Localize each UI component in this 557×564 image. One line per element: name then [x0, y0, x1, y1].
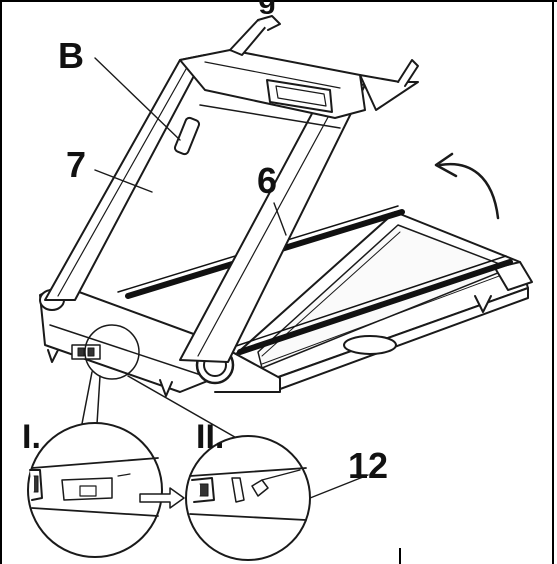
- transition-arrow: [139, 487, 185, 509]
- callout-label-6: 6: [257, 160, 278, 201]
- frame-right-border: [552, 0, 554, 564]
- callout-leaders: [94, 57, 369, 503]
- detail-label-one: I.: [22, 418, 41, 456]
- upright-frame: [44, 15, 419, 363]
- fold-rotation-arrow: [434, 152, 500, 220]
- callout-label-b: B: [58, 35, 84, 76]
- detail-label-two: II.: [196, 418, 225, 456]
- frame-left-border: [0, 0, 2, 564]
- callout-label-12: 12: [348, 445, 389, 486]
- callout-label-7: 7: [66, 144, 87, 185]
- frame-top-border: [0, 0, 557, 2]
- title-fragment: g: [258, 0, 276, 14]
- detail-two-circle: [185, 435, 311, 561]
- frame-inner-mark: [399, 548, 401, 564]
- detail-one-circle: [27, 422, 163, 558]
